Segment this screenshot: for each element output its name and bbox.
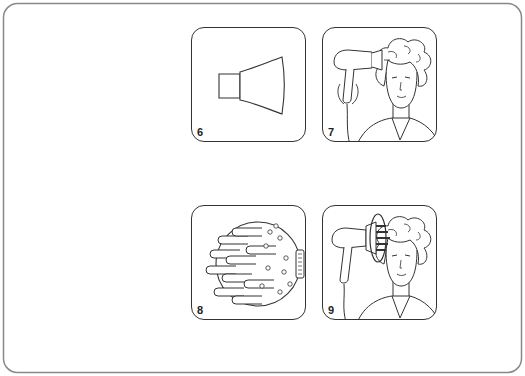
- callout-number: 7: [328, 127, 334, 138]
- figure-panel: 6: [191, 27, 306, 142]
- figure-panel: 9: [322, 205, 437, 320]
- figure-panel: 7: [322, 27, 437, 142]
- callout-number: 6: [197, 127, 203, 138]
- figure-panel: 8: [191, 205, 306, 320]
- callout-number: 8: [197, 305, 203, 316]
- callout-number: 9: [328, 305, 334, 316]
